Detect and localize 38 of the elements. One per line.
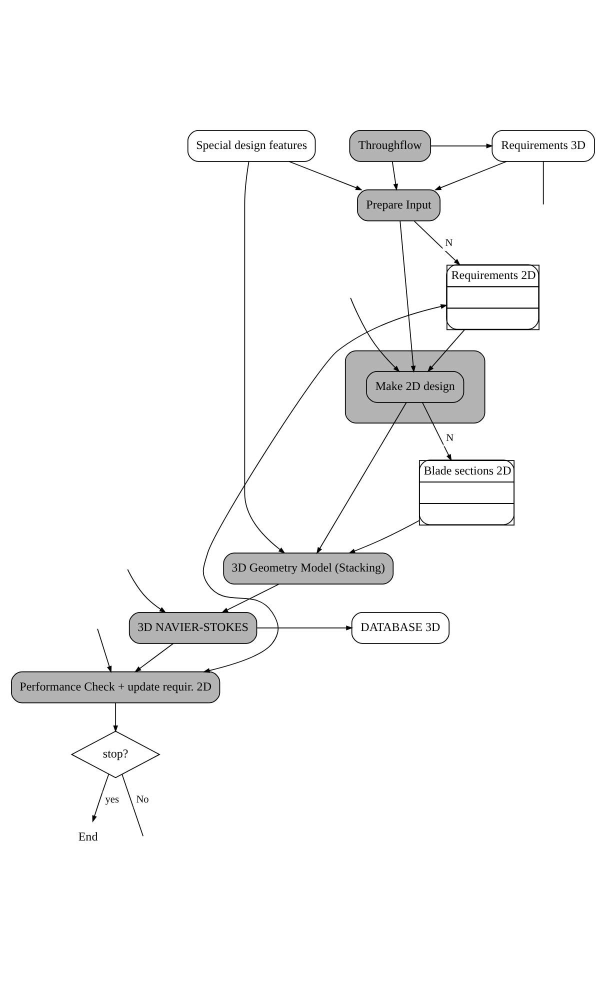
node-box: Make 2D design <box>366 371 464 403</box>
arrow <box>288 161 363 190</box>
edge-label: yes <box>105 794 120 806</box>
node-box: DATABASE 3D <box>351 612 450 644</box>
node-text: End <box>78 829 98 844</box>
arrow <box>97 628 112 673</box>
arrow <box>427 329 466 372</box>
arrow <box>434 161 507 190</box>
arrow <box>316 402 407 554</box>
node-box: Special design features <box>187 130 316 162</box>
arrow <box>348 520 420 554</box>
arrow <box>422 402 452 462</box>
arrow <box>256 626 354 630</box>
node-box: 3D Geometry Model (Stacking) <box>223 552 394 584</box>
arrow <box>221 584 280 613</box>
node-box: Performance Check + update requir. 2D <box>11 671 220 704</box>
connector <box>542 161 544 205</box>
node-box: Prepare Input <box>357 189 440 222</box>
arrow <box>392 161 398 191</box>
arrow <box>430 144 494 148</box>
node-box: Requirements 3D <box>492 130 595 162</box>
edge-label: N <box>446 433 454 444</box>
edge-label: No <box>136 794 149 806</box>
arrow <box>202 304 448 673</box>
arrow <box>350 298 400 372</box>
node-diamond: stop? <box>70 730 160 778</box>
arrow <box>244 161 286 554</box>
arrow <box>400 220 416 373</box>
arrow <box>127 569 166 613</box>
node-box: 3D NAVIER-STOKES <box>128 612 258 644</box>
arrow <box>113 702 118 732</box>
connector <box>122 774 144 837</box>
cluster <box>344 350 486 424</box>
arrow <box>414 220 460 266</box>
arrow <box>92 774 110 822</box>
node-box: Throughflow <box>349 130 432 162</box>
edge-label: N <box>445 238 453 249</box>
arrow <box>134 643 174 672</box>
